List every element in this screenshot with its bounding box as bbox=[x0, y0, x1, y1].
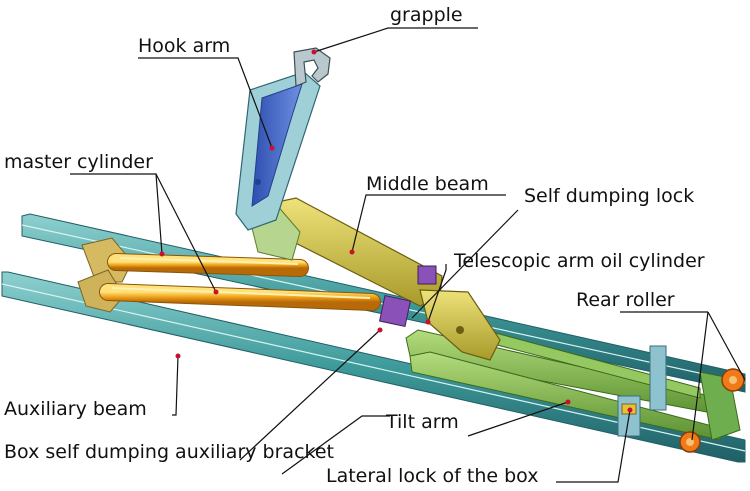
point-markers bbox=[159, 49, 633, 413]
hook-arm-inner bbox=[251, 83, 303, 207]
label-lateral-lock-of-the-box: Lateral lock of the box bbox=[326, 465, 538, 487]
master-cylinder-upper bbox=[107, 253, 309, 277]
label-box-self-dumping-auxiliary-bracket: Box self dumping auxiliary bracket bbox=[4, 441, 334, 463]
rear-upright-mid bbox=[649, 345, 667, 411]
label-middle-beam: Middle beam bbox=[366, 173, 489, 195]
grapple-hook bbox=[293, 47, 331, 87]
labels: grapple Hook arm master cylinder Middle … bbox=[4, 4, 705, 487]
label-grapple: grapple bbox=[390, 4, 463, 26]
machine-illustration bbox=[1, 47, 746, 463]
leader-lines bbox=[70, 27, 746, 483]
label-rear-roller: Rear roller bbox=[576, 289, 675, 311]
label-master-cylinder: master cylinder bbox=[4, 151, 153, 173]
master-cylinder-lower bbox=[99, 283, 381, 311]
label-tilt-arm: Tilt arm bbox=[385, 411, 459, 433]
label-hook-arm: Hook arm bbox=[138, 35, 230, 57]
self-dumping-lock-block bbox=[417, 265, 437, 285]
label-telescopic-arm-oil-cylinder: Telescopic arm oil cylinder bbox=[453, 250, 705, 272]
box-self-dumping-auxiliary-bracket bbox=[378, 294, 412, 328]
label-auxiliary-beam: Auxiliary beam bbox=[4, 398, 147, 420]
label-self-dumping-lock: Self dumping lock bbox=[524, 185, 694, 207]
